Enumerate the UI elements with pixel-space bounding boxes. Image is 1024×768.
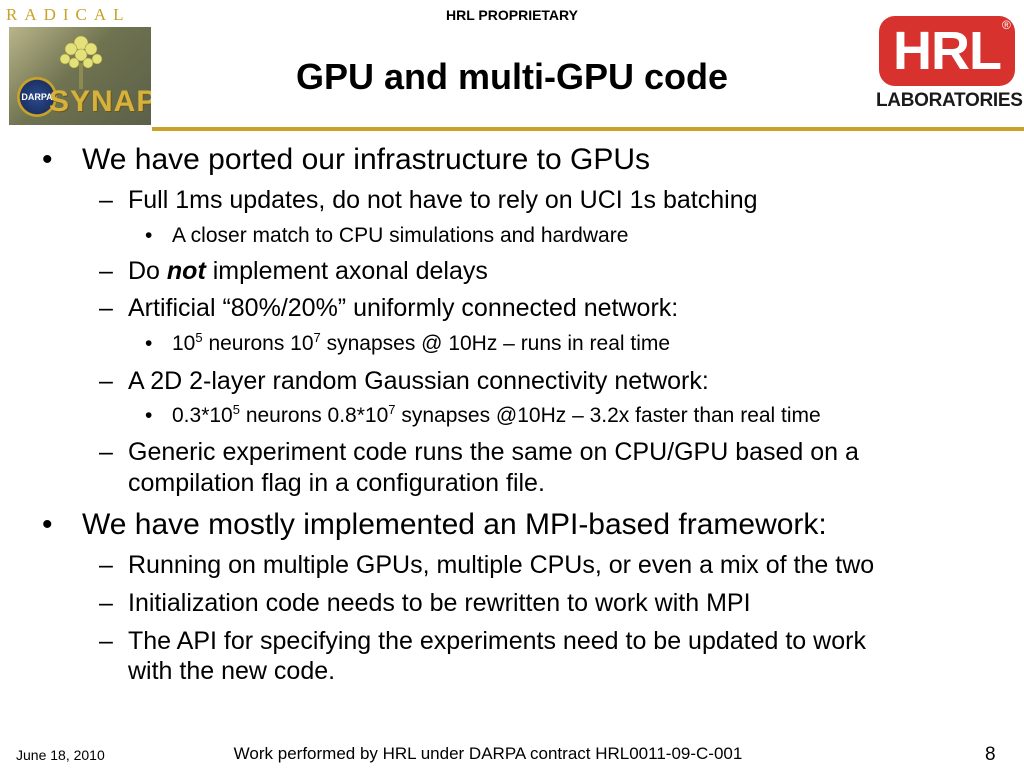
hrl-logo: HRL ® LABORATORIES [876,14,1023,114]
text-run: synapses @ 10Hz – runs in real time [320,332,671,355]
slide-title: GPU and multi-GPU code [295,56,729,97]
exponent: 7 [388,402,396,417]
bullet-marker: • [42,143,53,176]
emphasis-text: not [166,257,206,285]
title-divider [152,127,1024,131]
exponent: 5 [232,402,240,417]
bullet-text: Do not implement axonal delays [128,257,488,286]
bullet-text: with the new code. [128,657,336,685]
bullet-text: A 2D 2-layer random Gaussian connectivit… [128,367,709,395]
radical-logo-text: RADICAL [6,5,131,24]
bullet-text: 0.3*105 neurons 0.8*107 synapses @10Hz –… [172,402,821,428]
text-run: synapses @10Hz – 3.2x faster than real t… [395,404,821,427]
proprietary-label: HRL PROPRIETARY [446,7,578,23]
bullet-text: Running on multiple GPUs, multiple CPUs,… [128,551,875,579]
dash-marker: – [99,294,113,322]
exponent: 5 [195,330,203,345]
bullet-text: Full 1ms updates, do not have to rely on… [128,186,758,214]
bullet-text: A closer match to CPU simulations and ha… [172,224,629,247]
text-run: implement axonal delays [205,257,488,285]
bullet-marker: • [145,404,153,427]
bullet-marker: • [42,508,53,541]
dash-marker: – [99,186,113,214]
synapse-logo-word: SYNAPSE [49,85,151,118]
dash-marker: – [99,438,113,466]
radical-synapse-logo: RADICAL DARPA SYNAPSE [4,5,151,125]
bullet-text: We have mostly implemented an MPI-based … [82,508,827,541]
bullet-text: Initialization code needs to be rewritte… [128,589,751,617]
text-run: neurons 0.8*10 [239,404,389,427]
bullet-marker: • [145,224,153,247]
dash-marker: – [99,551,113,579]
dash-marker: – [99,257,113,285]
synapse-logo-image: DARPA SYNAPSE [9,27,151,125]
bullet-text: Artificial “80%/20%” uniformly connected… [128,294,679,322]
bullet-marker: • [145,332,153,355]
neuron-tree-icon [59,35,103,89]
registered-mark: ® [1002,18,1011,32]
bullet-text: The API for specifying the experiments n… [128,627,866,655]
bullet-text: We have ported our infrastructure to GPU… [82,143,651,176]
footer-date: June 18, 2010 [16,747,105,763]
exponent: 7 [313,330,321,345]
page-number: 8 [985,744,996,765]
text-run: neurons 10 [202,332,314,355]
hrl-logo-mark: HRL [879,16,1015,86]
dash-marker: – [99,627,113,655]
hrl-laboratories-text: LABORATORIES [876,90,1023,111]
dash-marker: – [99,589,113,617]
footer-credit: Work performed by HRL under DARPA contra… [233,744,743,763]
text-run: Do [128,257,167,285]
text-run: 10 [172,332,196,355]
text-run: 0.3*10 [172,404,233,427]
bullet-text: 105 neurons 107 synapses @ 10Hz – runs i… [172,330,671,356]
dash-marker: – [99,367,113,395]
bullet-text: Generic experiment code runs the same on… [128,438,859,466]
bullet-text: compilation flag in a configuration file… [128,469,545,497]
darpa-seal: DARPA [17,77,57,117]
